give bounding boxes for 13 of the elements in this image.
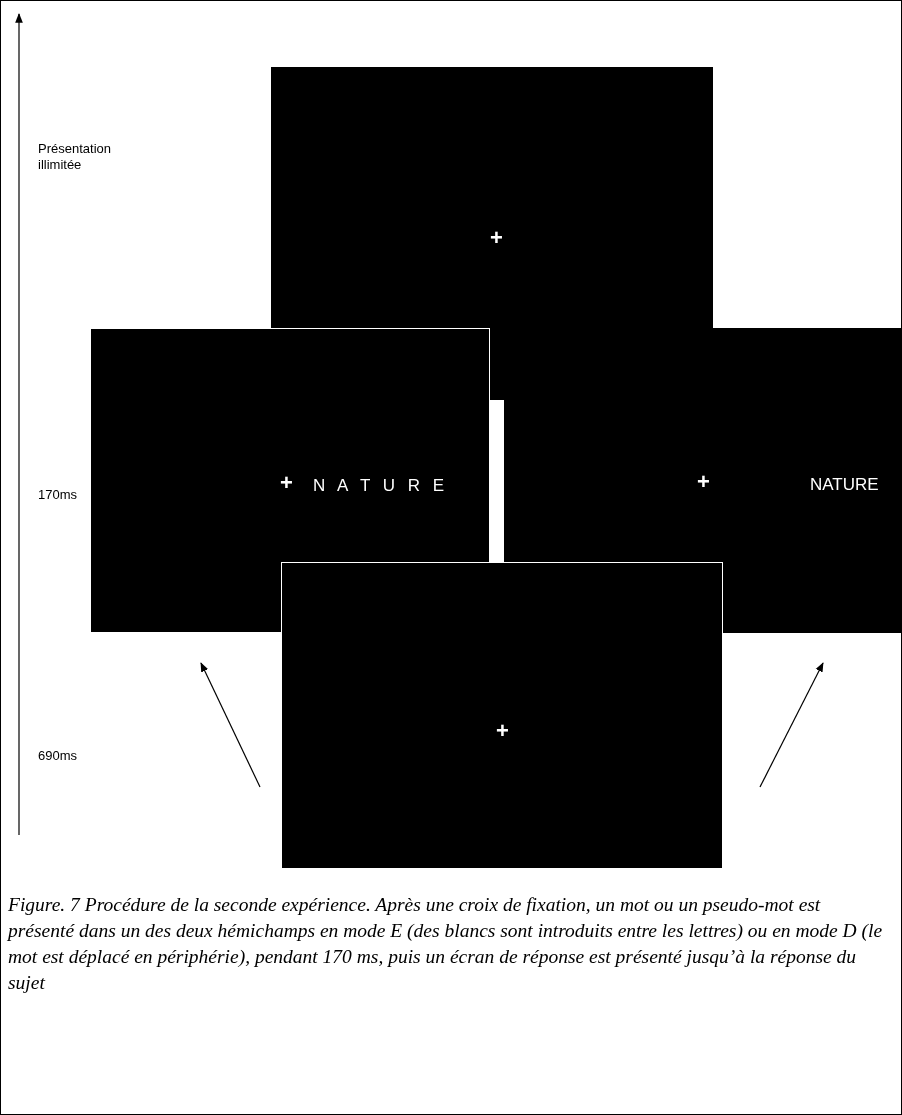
time-label: Présentation illimitée — [38, 141, 112, 174]
screen-panel — [281, 562, 723, 869]
fixation-cross: + — [280, 472, 293, 494]
figure-caption: Figure. 7 Procédure de la seconde expérience. Après une croix de fixation, un mot ou un pseudo-mot est présenté dans un des deux hémichamps en mode E (des blancs sont introduits entre les lettres) ou en mode D (le mot est déplacé en périphérie), pendant 170 ms, puis un écran de réponse est présenté jusqu’à la réponse du sujet — [8, 893, 884, 995]
stimulus-word: NATURE — [810, 476, 879, 493]
arrow — [759, 662, 824, 788]
fixation-cross: + — [697, 471, 710, 493]
stimulus-word: N A T U R E — [313, 477, 445, 494]
time-label: 690ms — [38, 748, 79, 765]
fixation-cross: + — [496, 720, 509, 742]
fixation-cross: + — [490, 227, 503, 249]
arrow — [200, 662, 261, 788]
time-label: 170ms — [38, 487, 79, 504]
